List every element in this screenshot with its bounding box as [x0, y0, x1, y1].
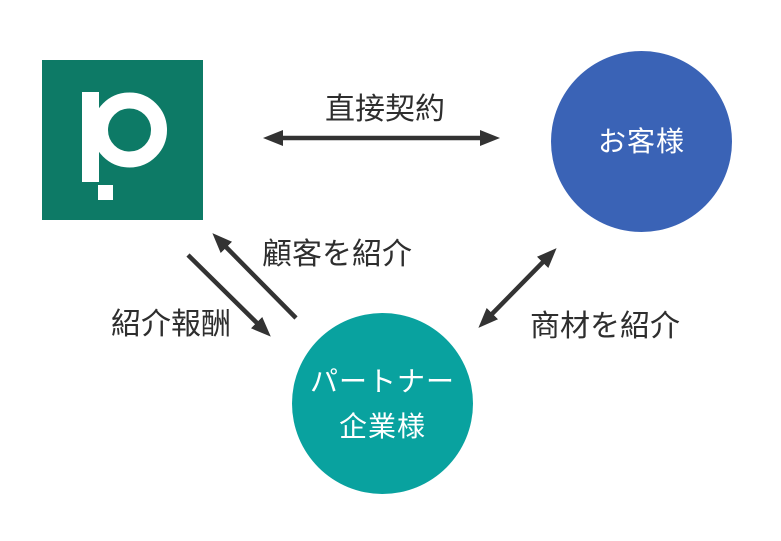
- arrow-referral-reward: [186, 253, 271, 337]
- arrow-refer-customers: [212, 233, 298, 320]
- label-introduce-products: 商材を紹介: [530, 310, 680, 343]
- customer-node-label: お客様: [597, 126, 685, 157]
- arrow-introduce-products: [478, 248, 557, 328]
- partner-node-label-line1: パートナー: [309, 365, 455, 397]
- p-logo-icon: [42, 60, 203, 220]
- customer-node: お客様: [551, 51, 732, 232]
- label-direct-contract: 直接契約: [325, 93, 445, 126]
- label-refer-customers: 顧客を紹介: [262, 238, 412, 271]
- partner-node: パートナー 企業様: [292, 313, 473, 494]
- label-referral-reward: 紹介報酬: [111, 308, 231, 341]
- company-node: [42, 60, 203, 220]
- partner-node-label-line2: 企業様: [338, 410, 426, 442]
